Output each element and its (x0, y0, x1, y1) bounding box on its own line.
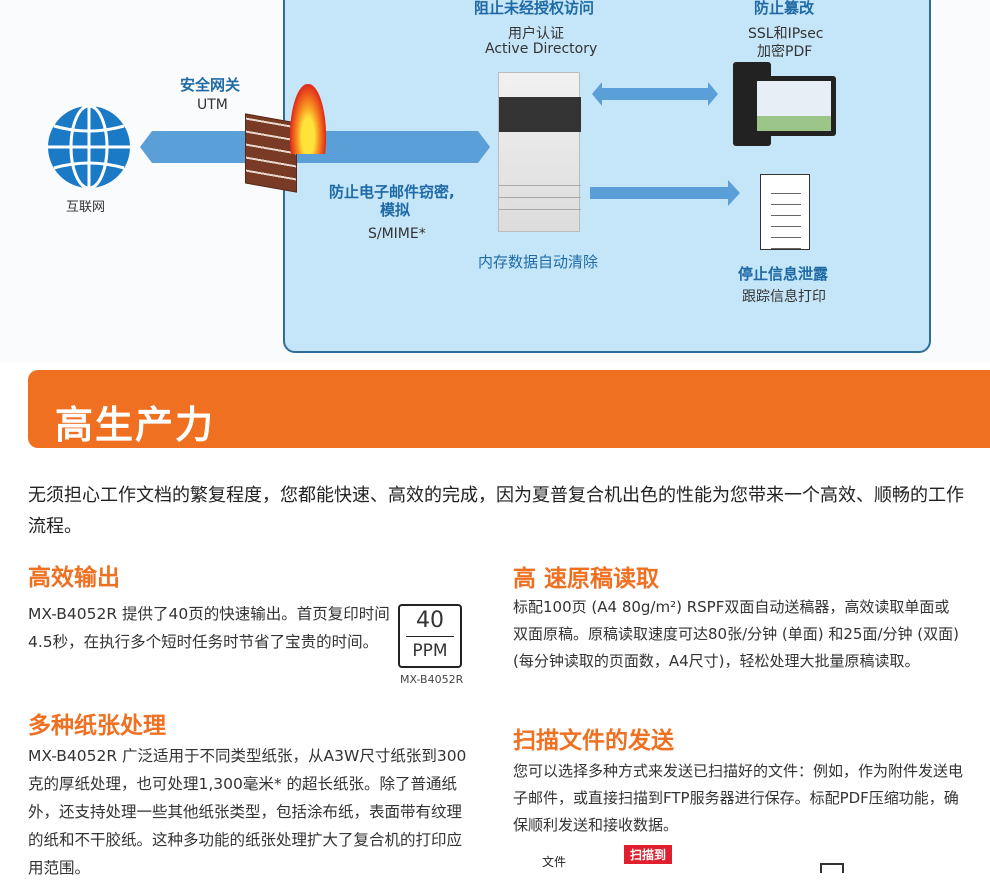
unauth-sub2: Active Directory (485, 41, 598, 57)
scan-to-badge: 扫描到 (624, 845, 673, 864)
scan-title: 高 速原稿读取 (513, 566, 660, 592)
globe-icon (48, 104, 130, 190)
output-title: 高效输出 (28, 565, 120, 591)
leak-title: 停止信息泄露 (738, 265, 829, 283)
printer-icon (498, 72, 581, 232)
email-sub: S/MIME* (368, 226, 426, 242)
email-title-1: 防止电子邮件窃密, (329, 183, 455, 201)
memory-clear-label: 内存数据自动清除 (478, 253, 599, 271)
ppm-badge: 40 PPM (398, 604, 462, 668)
intro-text: 无须担心工作文档的繁复程度，您都能快速、高效的完成，因为夏普复合机出色的性能为您… (28, 485, 964, 537)
leak-sub: 跟踪信息打印 (742, 289, 826, 305)
send-text: 您可以选择多种方式来发送已扫描好的文件：例如，作为附件发送电子邮件，或直接扫描到… (513, 762, 964, 834)
gateway-sub: UTM (197, 97, 228, 113)
ppm-model: MX-B4052R (400, 673, 464, 686)
scan-text: 标配100页 (A4 80g/m²) RSPF双面自动送稿器，高效读取单面或双面… (513, 598, 959, 670)
fire-icon (290, 84, 326, 154)
document-icon (760, 174, 810, 250)
tamper-title: 防止篡改 (754, 0, 815, 17)
email-title-2: 模拟 (380, 201, 411, 219)
unauth-title: 阻止未经授权访问 (474, 0, 595, 17)
internal-network-box (283, 0, 931, 353)
ppm-unit: PPM (412, 641, 448, 661)
paper-title: 多种纸张处理 (28, 713, 166, 739)
send-title: 扫描文件的发送 (513, 728, 674, 754)
tamper-sub1: SSL和IPsec (748, 26, 824, 42)
tamper-sub2: 加密PDF (757, 44, 813, 60)
ppm-number: 40 (406, 606, 454, 637)
unauth-sub1: 用户认证 (508, 26, 564, 42)
monitor-chart-icon (752, 76, 836, 136)
output-text: MX-B4052R 提供了40页的快速输出。首页复印时间4.5秒，在执行多个短时… (28, 605, 390, 651)
document-icon-small (820, 863, 844, 873)
fig-file-label: 文件 (542, 855, 567, 869)
bidirectional-arrow (592, 82, 718, 106)
paper-text: MX-B4052R 广泛适用于不同类型纸张，从A3W尺寸纸张到300克的厚纸处理… (28, 747, 467, 877)
section-banner (28, 370, 990, 448)
gateway-title: 安全网关 (180, 76, 241, 94)
banner-title: 高生产力 (55, 403, 216, 447)
print-arrow (590, 180, 740, 206)
internet-label: 互联网 (66, 200, 106, 215)
